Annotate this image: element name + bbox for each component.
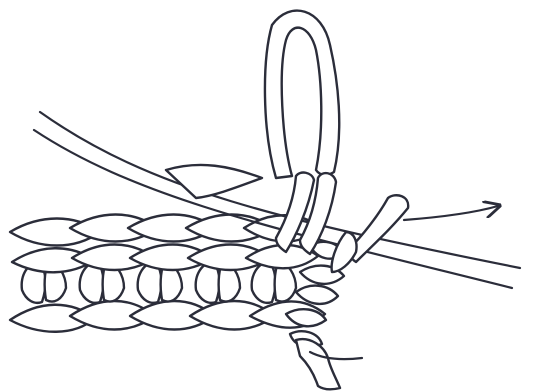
yarn-tail	[296, 339, 362, 389]
direction-arrow	[404, 206, 498, 220]
bottom-chain-band	[10, 301, 325, 332]
hook-yarn-loop	[265, 11, 339, 178]
middle-chain-band	[12, 245, 318, 273]
